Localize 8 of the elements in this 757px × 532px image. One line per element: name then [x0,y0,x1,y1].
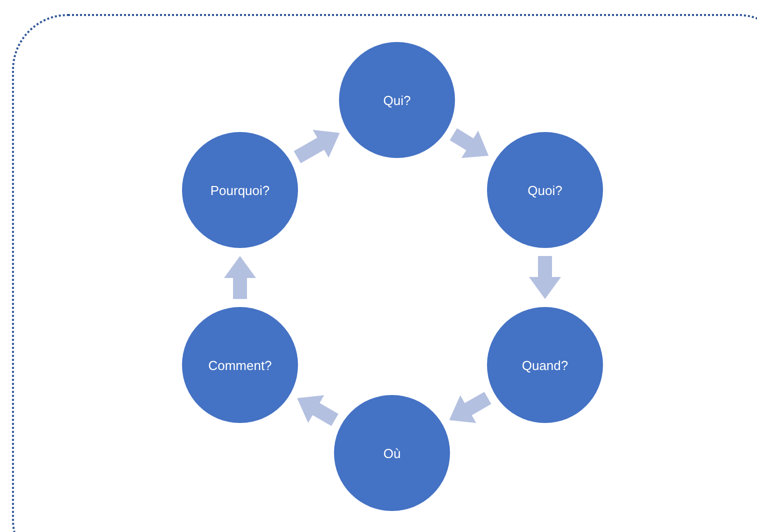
node-label: Comment? [208,358,272,372]
node-label: Qui? [383,92,411,108]
node-label: Pourquoi? [210,182,270,198]
block-arrow [529,256,561,299]
node-label: Quand? [522,358,568,372]
node-label: Quoi? [528,182,562,198]
block-arrow [224,256,256,299]
node-label: Où [383,446,401,460]
